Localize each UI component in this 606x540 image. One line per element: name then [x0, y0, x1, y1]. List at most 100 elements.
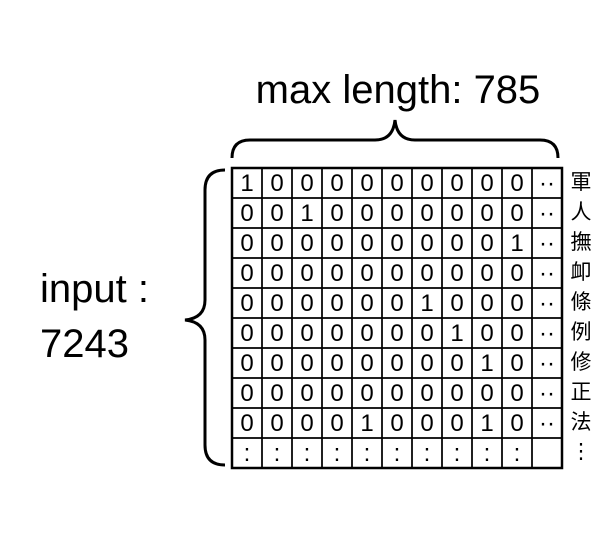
matrix-cell-value: 0 — [420, 260, 433, 287]
matrix-cell-value: 0 — [450, 200, 463, 227]
row-ellipsis: ·· — [539, 320, 555, 347]
matrix-cell-value: 1 — [450, 320, 463, 347]
row-ellipsis: ·· — [539, 350, 555, 377]
matrix-cell-value: 0 — [480, 230, 493, 257]
matrix-cell-value: 0 — [300, 380, 313, 407]
matrix-cell-value: 0 — [300, 170, 313, 197]
matrix-cell-value: 0 — [510, 320, 523, 347]
side-char: 修 — [570, 350, 592, 374]
column-ellipsis: : — [244, 440, 251, 467]
side-char: 軍 — [570, 170, 592, 194]
matrix-cell-value: 0 — [270, 380, 283, 407]
side-ellipsis: ⋮ — [570, 439, 592, 463]
matrix-cell-value: 0 — [300, 410, 313, 437]
matrix-cell-value: 0 — [510, 170, 523, 197]
matrix-cell-value: 0 — [300, 350, 313, 377]
matrix-cell-value: 0 — [240, 410, 253, 437]
matrix-cell-value: 0 — [360, 170, 373, 197]
row-ellipsis: ·· — [539, 290, 555, 317]
matrix-cell-value: 1 — [480, 410, 493, 437]
top-brace — [230, 119, 560, 159]
matrix-cell-value: 0 — [450, 380, 463, 407]
matrix-cell-value: 0 — [330, 230, 343, 257]
side-char: 法 — [570, 410, 592, 434]
matrix-cell-value: 0 — [420, 350, 433, 377]
matrix-cell-value: 0 — [270, 410, 283, 437]
matrix-cell-value: 0 — [480, 290, 493, 317]
row-ellipsis: ·· — [539, 260, 555, 287]
column-ellipsis: : — [304, 440, 311, 467]
matrix-cell-value: 0 — [270, 200, 283, 227]
matrix-cell-value: 1 — [420, 290, 433, 317]
matrix-cell-value: 0 — [510, 350, 523, 377]
row-ellipsis: ·· — [539, 380, 555, 407]
matrix-cell-value: 0 — [390, 230, 403, 257]
matrix-cell — [531, 437, 563, 469]
matrix-cell-value: 0 — [510, 380, 523, 407]
row-ellipsis: ·· — [539, 230, 555, 257]
matrix-cell-value: 1 — [510, 230, 523, 257]
column-ellipsis: : — [424, 440, 431, 467]
matrix-cell-value: 0 — [510, 200, 523, 227]
side-char: 條 — [570, 290, 592, 314]
matrix-cell-value: 0 — [480, 170, 493, 197]
matrix-cell-value: 0 — [270, 350, 283, 377]
matrix-cell-value: 0 — [360, 290, 373, 317]
matrix-cell-value: 0 — [240, 320, 253, 347]
matrix-cell-value: 0 — [330, 410, 343, 437]
matrix-cell-value: 0 — [300, 230, 313, 257]
matrix-cell-value: 0 — [450, 170, 463, 197]
matrix-cell-value: 0 — [330, 200, 343, 227]
column-ellipsis: : — [484, 440, 491, 467]
matrix-cell-value: 1 — [360, 410, 373, 437]
matrix-cell-value: 0 — [300, 320, 313, 347]
matrix-cell-value: 0 — [510, 290, 523, 317]
row-ellipsis: ·· — [539, 170, 555, 197]
matrix-cell-value: 0 — [270, 320, 283, 347]
input-length-value: 7243 — [40, 322, 129, 366]
matrix-cell-value: 0 — [360, 230, 373, 257]
side-char: 人 — [570, 200, 592, 224]
matrix-cell-value: 0 — [240, 350, 253, 377]
matrix-cell-value: 0 — [270, 170, 283, 197]
matrix-cell-value: 0 — [270, 260, 283, 287]
matrix-cell-value: 0 — [390, 320, 403, 347]
matrix-cell-value: 0 — [270, 230, 283, 257]
side-char: 撫 — [570, 230, 592, 254]
matrix-cell-value: 0 — [450, 410, 463, 437]
left-brace — [184, 168, 226, 467]
row-ellipsis: ·· — [539, 410, 555, 437]
column-ellipsis: : — [274, 440, 281, 467]
row-ellipsis: ·· — [539, 200, 555, 227]
column-ellipsis: : — [514, 440, 521, 467]
side-char: 正 — [570, 380, 592, 404]
input-label: input : — [40, 267, 149, 311]
matrix-cell-value: 0 — [330, 320, 343, 347]
matrix-cell-value: 0 — [510, 410, 523, 437]
matrix-cell-value: 0 — [330, 380, 343, 407]
max-length-title: max length: 785 — [255, 68, 541, 112]
matrix-cell-value: 0 — [420, 380, 433, 407]
matrix-cell-value: 0 — [240, 290, 253, 317]
matrix-cell-value: 0 — [390, 290, 403, 317]
matrix-cell-value: 0 — [420, 410, 433, 437]
matrix-cell-value: 0 — [390, 200, 403, 227]
column-ellipsis: : — [364, 440, 371, 467]
matrix-cell-value: 0 — [360, 380, 373, 407]
matrix-cell-value: 1 — [480, 350, 493, 377]
matrix-cell-value: 0 — [300, 290, 313, 317]
matrix-cell-value: 0 — [300, 260, 313, 287]
column-ellipsis: : — [454, 440, 461, 467]
matrix-cell-value: 0 — [480, 200, 493, 227]
matrix-cell-value: 0 — [480, 320, 493, 347]
matrix-cell-value: 0 — [420, 320, 433, 347]
matrix-cell-value: 0 — [240, 200, 253, 227]
matrix-cell-value: 0 — [390, 260, 403, 287]
side-char: 卹 — [570, 260, 592, 284]
matrix-cell-value: 0 — [390, 380, 403, 407]
matrix-cell-value: 0 — [420, 200, 433, 227]
matrix-cell-value: 0 — [480, 380, 493, 407]
matrix-cell-value: 0 — [390, 170, 403, 197]
